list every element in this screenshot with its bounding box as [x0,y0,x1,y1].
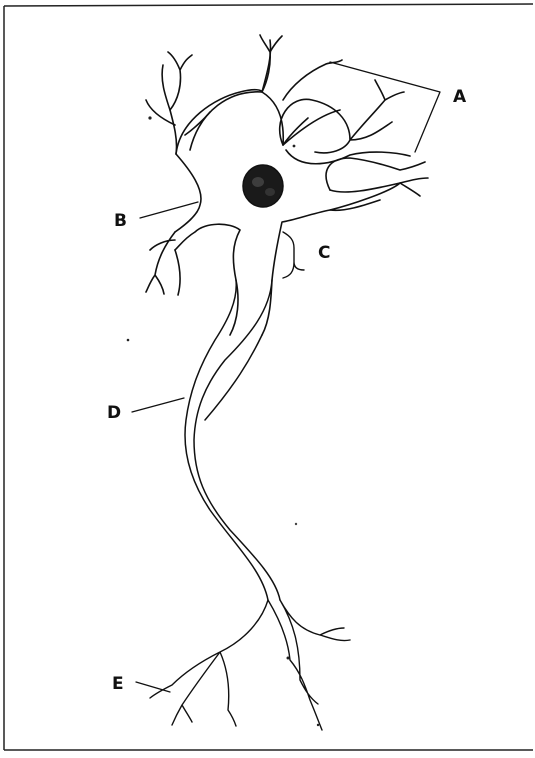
leader-a [330,62,440,152]
dendrite-left-lower [146,232,180,295]
page-border [4,4,533,750]
soma-outline [170,40,410,335]
label-a: A [453,89,466,106]
leader-b [140,202,198,218]
leader-e [136,682,170,692]
label-b: B [114,213,127,230]
dendrite-top [260,35,342,145]
label-e: E [112,676,124,693]
label-d: D [107,405,121,422]
label-c: C [318,245,330,262]
axon-terminals [150,600,350,730]
dendrite-upper-left [146,52,262,154]
axon-hillock-bracket [283,232,304,278]
leader-d [132,398,184,412]
nucleus [243,165,283,207]
